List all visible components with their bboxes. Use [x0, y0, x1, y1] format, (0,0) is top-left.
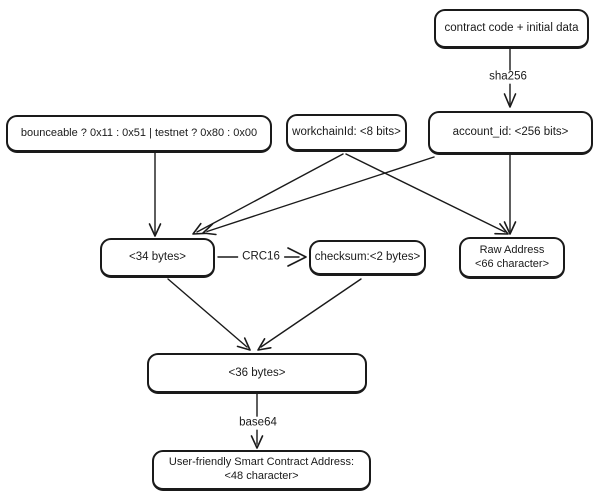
edge-label-sha256: sha256 [485, 70, 531, 84]
edge-flags-to-34bytes [148, 152, 162, 237]
edge-workchain-to-34bytes [192, 153, 344, 235]
node-contract-code-label: contract code + initial data [444, 22, 579, 35]
node-friendly-address-line1: User-friendly Smart Contract Address: [168, 456, 355, 469]
node-friendly-address: User-friendly Smart Contract Address: <4… [152, 450, 371, 491]
node-36-bytes: <36 bytes> [147, 353, 367, 394]
node-workchain-id-label: workchainId: <8 bits> [292, 126, 401, 139]
node-raw-address: Raw Address <66 character> [459, 237, 565, 279]
edge-34bytes-to-36bytes [167, 278, 251, 351]
node-flags-label: bounceable ? 0x11 : 0x51 | testnet ? 0x8… [20, 126, 258, 139]
node-workchain-id: workchainId: <8 bits> [286, 114, 407, 152]
node-36-bytes-label: <36 bytes> [228, 366, 286, 379]
edge-accountid-to-34bytes [202, 156, 435, 236]
node-checksum: checksum:<2 bytes> [309, 240, 426, 276]
node-account-id: account_id: <256 bits> [428, 111, 593, 155]
edge-workchain-to-raw [345, 153, 509, 235]
node-friendly-address-line2: <48 character> [224, 470, 299, 482]
node-34-bytes: <34 bytes> [100, 238, 215, 278]
edge-label-crc16: CRC16 [238, 250, 284, 264]
edge-checksum-to-36bytes [257, 278, 362, 351]
node-34-bytes-label: <34 bytes> [129, 251, 186, 264]
node-contract-code: contract code + initial data [434, 9, 589, 49]
node-checksum-label: checksum:<2 bytes> [314, 251, 421, 264]
node-raw-address-line2: <66 character> [475, 257, 549, 270]
node-flags: bounceable ? 0x11 : 0x51 | testnet ? 0x8… [6, 115, 272, 153]
edge-label-base64: base64 [235, 416, 281, 430]
edge-accountid-to-raw [503, 154, 517, 235]
node-account-id-label: account_id: <256 bits> [452, 126, 569, 139]
node-raw-address-line1: Raw Address [479, 243, 545, 256]
